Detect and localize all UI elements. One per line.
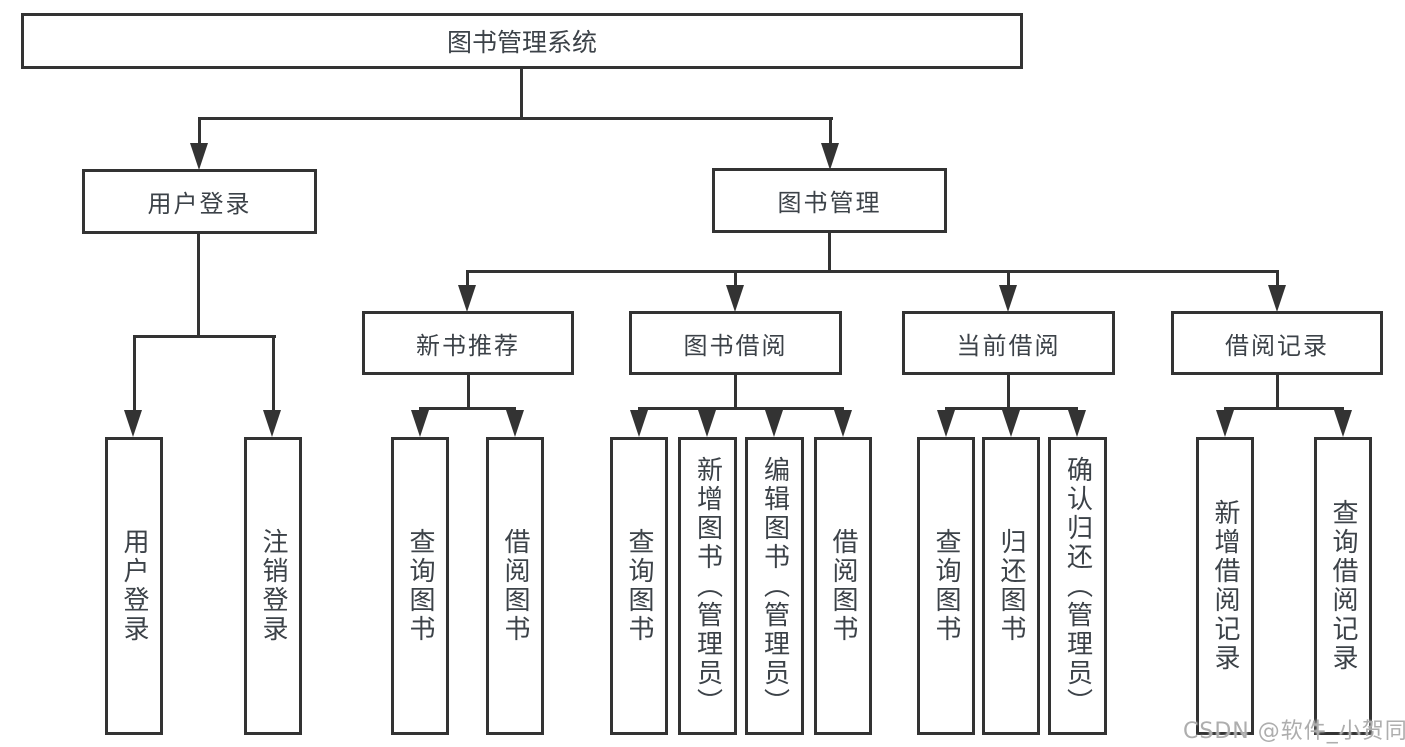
node-borrow-records: 借阅记录 xyxy=(1171,311,1383,375)
connector-root-stem xyxy=(520,69,523,117)
arrow-down-icon xyxy=(190,143,208,170)
connector-leaf-drop xyxy=(272,335,275,410)
node-book-management: 图书管理 xyxy=(712,168,947,233)
arrow-down-icon xyxy=(1216,410,1234,437)
leaf-borrow-books-recommend-label: 借阅图书 xyxy=(500,528,530,644)
leaf-borrow-books: 借阅图书 xyxy=(814,437,872,735)
node-book-management-label: 图书管理 xyxy=(777,189,882,217)
leaf-logout: 注销登录 xyxy=(244,437,302,735)
node-library-system-label: 图书管理系统 xyxy=(446,28,597,57)
arrow-down-icon xyxy=(458,285,476,312)
connector-user-login-rail xyxy=(133,335,276,338)
node-current-borrowing-label: 当前借阅 xyxy=(956,331,1061,360)
connector-book-mgmt-stem xyxy=(828,233,831,273)
leaf-borrow-books-recommend: 借阅图书 xyxy=(486,437,544,735)
leaf-confirm-return-admin-label: 确认归还（管理员） xyxy=(1062,455,1093,717)
arrow-down-icon xyxy=(698,410,716,437)
arrow-down-icon xyxy=(1334,410,1352,437)
node-user-login-label: 用户登录 xyxy=(147,190,252,218)
leaf-query-books-borrow: 查询图书 xyxy=(610,437,668,735)
leaf-query-borrow-record: 查询借阅记录 xyxy=(1314,437,1372,735)
connector-l3-stem xyxy=(467,375,470,408)
leaf-add-borrow-record: 新增借阅记录 xyxy=(1196,437,1254,735)
arrow-down-icon xyxy=(937,410,955,437)
leaf-query-borrow-record-label: 查询借阅记录 xyxy=(1328,499,1358,673)
leaf-user-login-label: 用户登录 xyxy=(119,528,149,644)
connector-l3-drop xyxy=(1007,270,1010,286)
node-new-book-recommend-label: 新书推荐 xyxy=(416,331,520,360)
connector-l3-rail xyxy=(1224,407,1344,410)
leaf-add-book-admin-label: 新增图书（管理员） xyxy=(692,455,723,717)
leaf-query-books-current: 查询图书 xyxy=(917,437,975,735)
connector-l3-drop xyxy=(734,270,737,286)
arrow-down-icon xyxy=(765,410,783,437)
arrow-down-icon xyxy=(411,410,429,437)
arrow-down-icon xyxy=(1268,285,1286,312)
connector-book-mgmt-drop xyxy=(829,117,832,144)
connector-leaf-drop xyxy=(133,335,136,410)
leaf-add-book-admin: 新增图书（管理员） xyxy=(678,437,737,735)
connector-l3-drop xyxy=(466,270,469,286)
arrow-down-icon xyxy=(124,410,142,437)
leaf-add-borrow-record-label: 新增借阅记录 xyxy=(1210,499,1240,673)
arrow-down-icon xyxy=(1002,410,1020,437)
leaf-query-books-recommend: 查询图书 xyxy=(391,437,449,735)
leaf-borrow-books-label: 借阅图书 xyxy=(828,528,858,644)
leaf-confirm-return-admin: 确认归还（管理员） xyxy=(1048,437,1107,735)
leaf-query-books-current-label: 查询图书 xyxy=(931,528,961,644)
leaf-query-books-recommend-label: 查询图书 xyxy=(405,528,435,644)
arrow-down-icon xyxy=(506,410,524,437)
connector-root-rail xyxy=(198,117,833,120)
arrow-down-icon xyxy=(821,143,839,170)
leaf-edit-book-admin-label: 编辑图书（管理员） xyxy=(759,455,790,717)
connector-l3-drop xyxy=(1276,270,1279,286)
connector-l3-stem xyxy=(1276,375,1279,408)
node-library-system: 图书管理系统 xyxy=(21,13,1023,69)
node-user-login: 用户登录 xyxy=(82,169,317,234)
leaf-return-books-label: 归还图书 xyxy=(996,528,1026,644)
connector-l3-stem xyxy=(734,375,737,408)
connector-user-login-stem xyxy=(197,234,200,335)
leaf-user-login: 用户登录 xyxy=(105,437,163,735)
node-new-book-recommend: 新书推荐 xyxy=(362,311,574,375)
leaf-logout-label: 注销登录 xyxy=(258,528,288,644)
arrow-down-icon xyxy=(1068,410,1086,437)
node-borrow-records-label: 借阅记录 xyxy=(1225,331,1329,360)
node-current-borrowing: 当前借阅 xyxy=(902,311,1115,375)
leaf-edit-book-admin: 编辑图书（管理员） xyxy=(745,437,804,735)
connector-l3-stem xyxy=(1007,375,1010,408)
arrow-down-icon xyxy=(999,285,1017,312)
connector-user-login-drop xyxy=(198,117,201,144)
connector-l3-rail xyxy=(945,407,1078,410)
leaf-query-books-borrow-label: 查询图书 xyxy=(624,528,654,644)
leaf-return-books: 归还图书 xyxy=(982,437,1040,735)
arrow-down-icon xyxy=(834,410,852,437)
arrow-down-icon xyxy=(726,285,744,312)
node-book-borrowing-label: 图书借阅 xyxy=(683,331,788,360)
node-book-borrowing: 图书借阅 xyxy=(629,311,842,375)
connector-l3-rail xyxy=(638,407,844,410)
arrow-down-icon xyxy=(263,410,281,437)
connector-book-mgmt-rail xyxy=(466,270,1279,273)
arrow-down-icon xyxy=(630,410,648,437)
connector-l3-rail xyxy=(419,407,516,410)
watermark-text: CSDN @软件_小贺同学 xyxy=(1183,719,1405,744)
